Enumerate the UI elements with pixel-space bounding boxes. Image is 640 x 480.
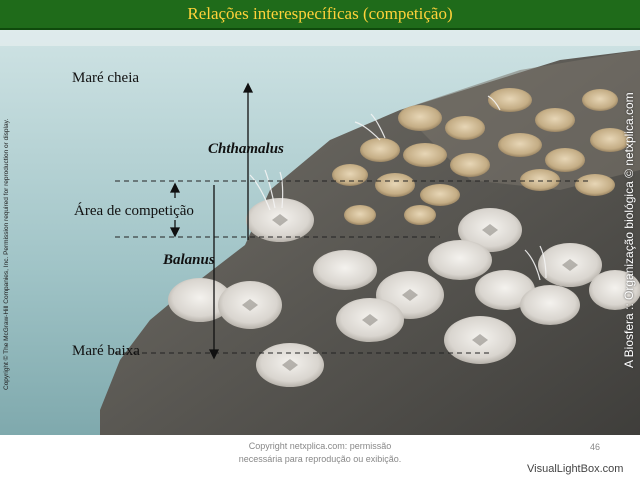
footer-line-1: Copyright netxplica.com: permissão: [200, 440, 440, 453]
label-chthamalus: Chthamalus: [208, 141, 284, 158]
footer-line-2: necessária para reprodução ou exibição.: [200, 453, 440, 466]
slide-title: Relações interespecíficas (competição): [0, 4, 640, 24]
barnacle-illustration: Maré cheia Chthamalus Área de competição…: [0, 30, 640, 435]
label-balanus: Balanus: [163, 252, 215, 269]
label-mare-baixa: Maré baixa: [72, 343, 140, 360]
source-credit-vertical: A Biosfera :: Organização biológica © ne…: [622, 108, 638, 368]
label-mare-cheia: Maré cheia: [72, 70, 139, 87]
title-bar: Relações interespecíficas (competição): [0, 0, 640, 30]
page-number: 46: [590, 442, 600, 452]
footer-copyright: Copyright netxplica.com: permissão neces…: [200, 440, 440, 466]
rock-and-sea-image: [0, 30, 640, 435]
watermark-link[interactable]: VisualLightBox.com: [527, 463, 623, 475]
label-area-competicao: Área de competição: [74, 203, 194, 220]
copyright-credit-vertical: Copyright © The McGraw-Hill Companies, I…: [3, 80, 13, 390]
